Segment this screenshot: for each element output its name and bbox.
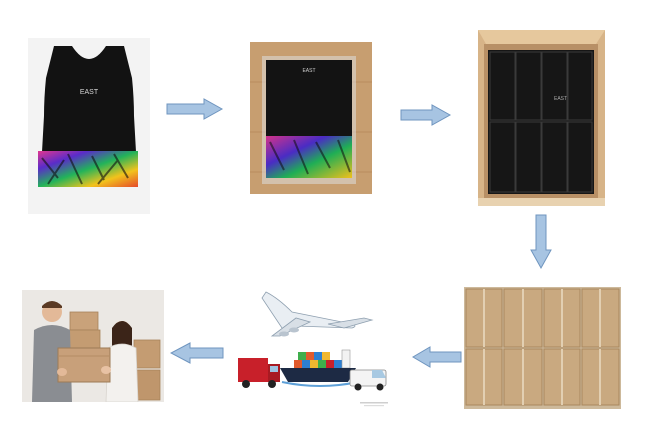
packaged-shirt-photo: EAST <box>250 42 372 194</box>
shipping-transport-illustration <box>232 290 392 410</box>
arrow-right-icon <box>400 104 452 126</box>
stacked-cartons-photo <box>464 287 621 409</box>
arrow-down-icon <box>530 214 552 270</box>
delivery-handover-photo <box>22 290 164 402</box>
bag-logo-text: EAST <box>302 68 315 74</box>
open-carton-photo: EAST <box>478 30 605 206</box>
arrow-left-icon <box>170 342 224 364</box>
delivery-illustration <box>22 290 164 402</box>
tank-top-illustration: EAST <box>38 46 138 187</box>
arrow-right-icon <box>166 98 224 120</box>
stacked-cartons-illustration <box>464 287 621 409</box>
arrow-left-icon <box>412 346 462 368</box>
cargo-ship-icon <box>280 349 359 387</box>
white-van-icon <box>349 369 387 391</box>
tank-top-photo: EAST <box>28 38 150 214</box>
box-logo-text: EAST <box>554 96 567 102</box>
transport-graphic <box>238 291 388 407</box>
airplane-icon <box>261 291 374 337</box>
red-truck-icon <box>238 358 280 388</box>
packaged-shirt-illustration: EAST <box>250 56 372 184</box>
open-carton-illustration: EAST <box>478 30 605 206</box>
tank-logo-text: EAST <box>80 89 99 96</box>
